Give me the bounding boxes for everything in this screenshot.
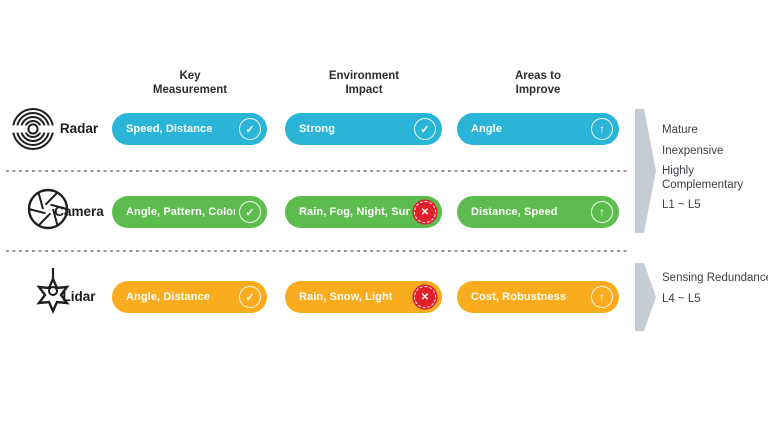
check-icon: ✓ [239, 201, 261, 223]
note-line: Sensing Redundance [662, 272, 768, 284]
pill-text: Angle, Pattern, Color [126, 206, 235, 218]
note-radar-camera: Mature Inexpensive Highly Complementary … [662, 124, 768, 213]
radar-key-measurement-pill: Speed, Distance ✓ [112, 113, 267, 145]
lidar-areas-to-improve-pill: Cost, Robustness ↑ [457, 281, 619, 313]
bracket-radar-camera [635, 109, 656, 233]
bracket-lidar [635, 263, 656, 331]
column-header-line: Environment [328, 70, 400, 82]
column-header-areas-to-improve: Areas to Improve [515, 69, 561, 97]
lidar-key-measurement-pill: Angle, Distance ✓ [112, 281, 267, 313]
lidar-environment-impact-pill: Rain, Snow, Light ✕ [285, 281, 442, 313]
column-header-line: Improve [515, 84, 561, 96]
pill-text: Angle, Distance [126, 291, 211, 303]
pill-text: Rain, Fog, Night, Sun [299, 206, 410, 218]
pill-text: Angle [471, 123, 503, 135]
column-header-line: Key [179, 70, 201, 82]
column-header-line: Impact [345, 84, 383, 96]
radar-areas-to-improve-pill: Angle ↑ [457, 113, 619, 145]
row-label-camera: Camera [54, 204, 104, 219]
row-label-lidar: Lidar [62, 289, 96, 304]
note-line: Mature [662, 124, 698, 136]
row-separator [6, 170, 630, 172]
up-arrow-icon: ↑ [591, 201, 613, 223]
pill-text: Strong [299, 123, 336, 135]
row-separator [6, 250, 630, 252]
column-header-line: Measurement [152, 84, 228, 96]
note-line: Highly Complementary [662, 165, 744, 191]
check-icon: ✓ [414, 118, 436, 140]
note-line: L1 ~ L5 [662, 199, 701, 211]
radar-icon [11, 107, 55, 156]
up-arrow-icon: ↑ [591, 118, 613, 140]
lidar-icon [31, 267, 75, 320]
pill-text: Speed, Distance [126, 123, 213, 135]
column-header-environment-impact: Environment Impact [329, 69, 399, 97]
pill-text: Distance, Speed [471, 206, 558, 218]
check-icon: ✓ [239, 118, 261, 140]
camera-key-measurement-pill: Angle, Pattern, Color ✓ [112, 196, 267, 228]
cross-icon: ✕ [414, 286, 436, 308]
radar-environment-impact-pill: Strong ✓ [285, 113, 442, 145]
camera-areas-to-improve-pill: Distance, Speed ↑ [457, 196, 619, 228]
column-header-key-measurement: Key Measurement [153, 69, 227, 97]
camera-environment-impact-pill: Rain, Fog, Night, Sun ✕ [285, 196, 442, 228]
pill-text: Rain, Snow, Light [299, 291, 393, 303]
camera-aperture-icon [27, 188, 69, 235]
note-lidar: Sensing Redundance L4 ~ L5 [662, 272, 768, 306]
note-line: Inexpensive [662, 144, 724, 157]
check-icon: ✓ [239, 286, 261, 308]
column-header-line: Areas to [514, 70, 562, 82]
pill-text: Cost, Robustness [471, 291, 567, 303]
up-arrow-icon: ↑ [591, 286, 613, 308]
note-line: L4 ~ L5 [662, 292, 701, 305]
row-label-radar: Radar [59, 121, 99, 136]
cross-icon: ✕ [414, 201, 436, 223]
